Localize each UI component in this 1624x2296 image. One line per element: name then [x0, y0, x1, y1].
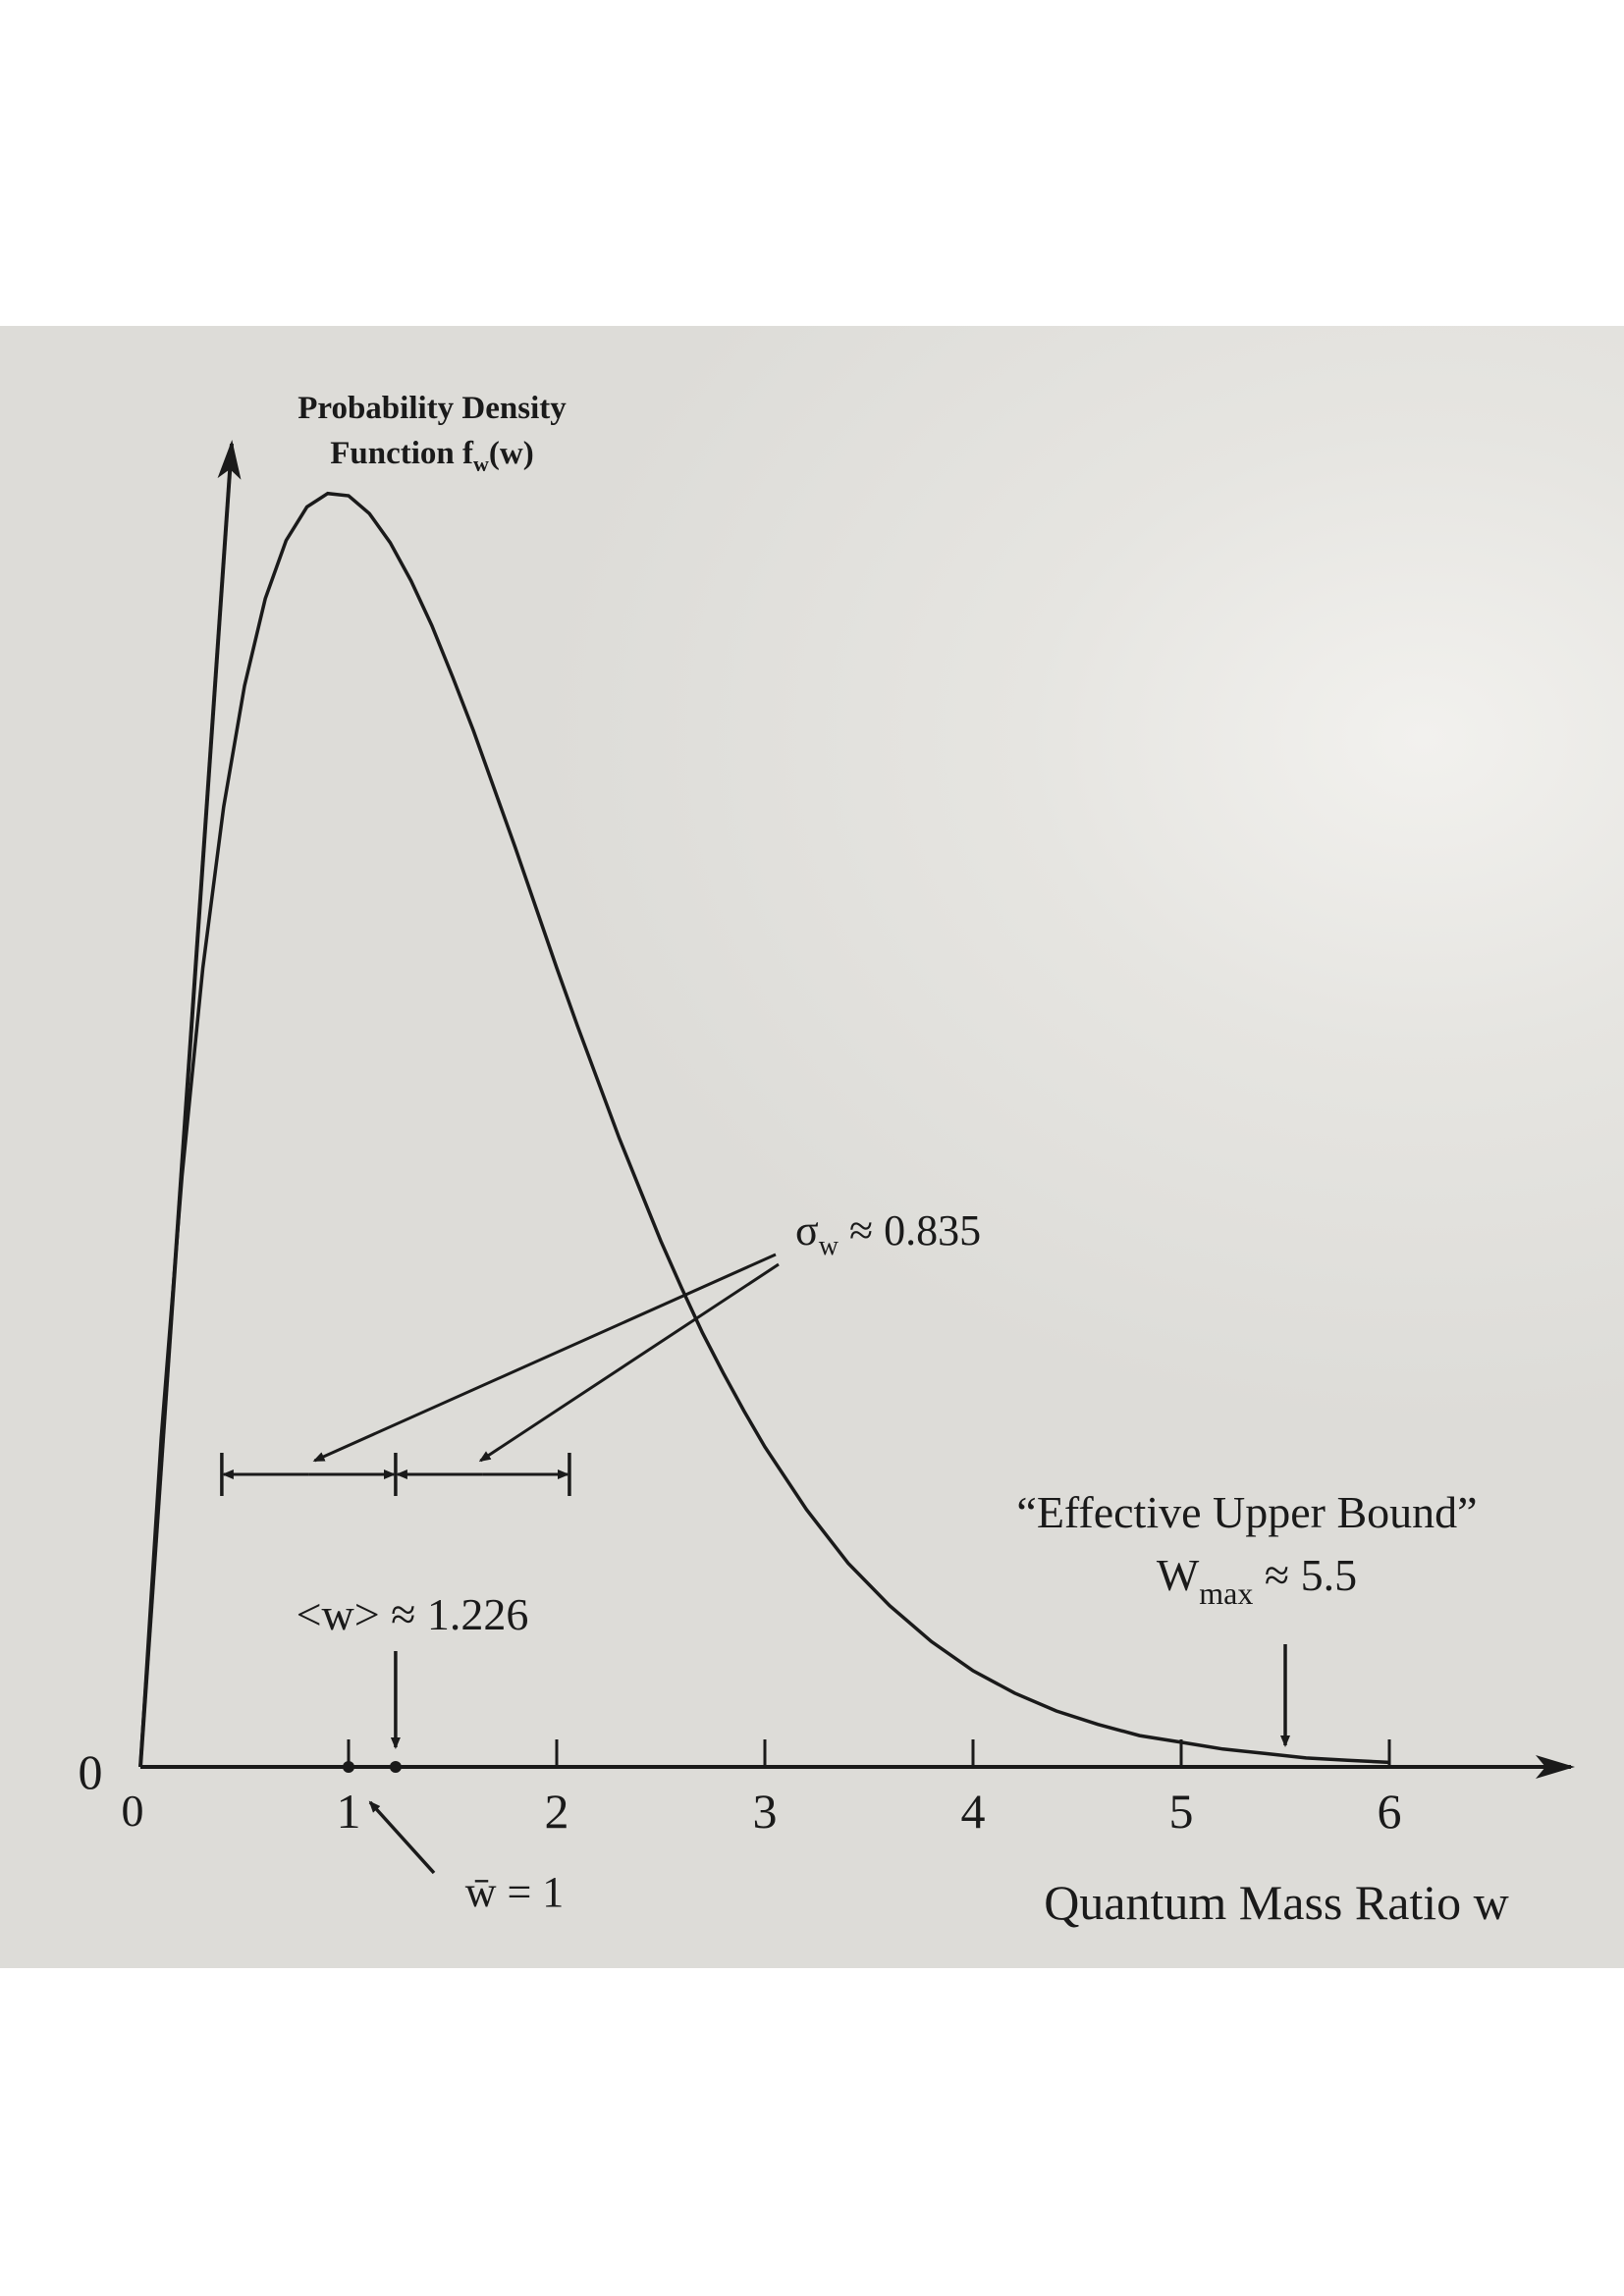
origin-label-x: 0 [122, 1786, 144, 1836]
x-tick-label-3: 3 [753, 1784, 778, 1839]
sigma-interval [220, 1453, 571, 1496]
x-tick-label-6: 6 [1378, 1784, 1402, 1839]
mean-label: <w> ≈ 1.226 [297, 1589, 529, 1639]
origin-label-y: 0 [79, 1744, 103, 1799]
density-curve [138, 491, 1390, 1768]
wmax-label: Wmax ≈ 5.5 [1157, 1550, 1357, 1611]
wbar-label: w̄ = 1 [465, 1868, 565, 1916]
effective-upper-bound-label: “Effective Upper Bound” [1016, 1487, 1477, 1537]
x-ticks: 1 2 3 4 5 6 [337, 1739, 1402, 1839]
wbar-point [343, 1761, 354, 1773]
wbar-arrow [368, 1800, 436, 1875]
y-axis-label-line2: Function fw(w) [330, 436, 533, 476]
sigma-pointer-right [478, 1262, 780, 1463]
x-axis-label: Quantum Mass Ratio w [1044, 1875, 1509, 1930]
x-tick-label-4: 4 [961, 1784, 986, 1839]
x-tick-label-2: 2 [545, 1784, 569, 1839]
mean-point [389, 1761, 402, 1773]
sigma-pointer-left [312, 1253, 777, 1463]
sigma-label: σw ≈ 0.835 [795, 1206, 981, 1261]
x-tick-label-5: 5 [1169, 1784, 1194, 1839]
x-tick-label-1: 1 [337, 1784, 361, 1839]
y-axis-label-line1: Probability Density [298, 391, 567, 426]
photo-background [0, 326, 1624, 1968]
